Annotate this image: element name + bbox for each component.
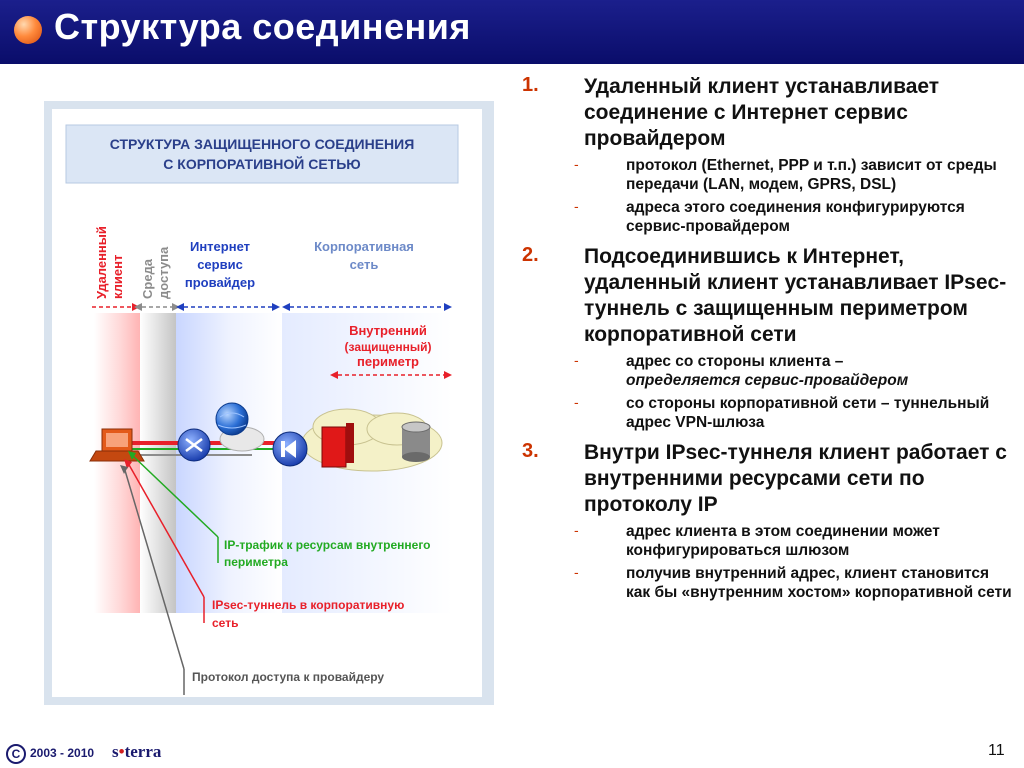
- sub-point: - протокол (Ethernet, PPP и т.п.) зависи…: [574, 156, 1012, 194]
- sub-dash: -: [574, 156, 579, 172]
- sub-text: адрес клиента в этом соединении может ко…: [626, 523, 940, 559]
- sub-text: протокол (Ethernet, PPP и т.п.) зависит …: [626, 157, 997, 193]
- sub-dash: -: [574, 394, 579, 410]
- sub-text: адреса этого соединения конфигурируются …: [626, 199, 965, 235]
- point-number: 1.: [522, 74, 539, 96]
- figure-header-line1: СТРУКТУРА ЗАЩИЩЕННОГО СОЕДИНЕНИЯ: [110, 136, 415, 152]
- copyright-years: 2003 - 2010: [30, 746, 95, 760]
- sub-point: - со стороны корпоративной сети – туннел…: [574, 394, 1012, 432]
- logo-dot: •: [118, 742, 125, 761]
- ipsec-leader-line: [127, 462, 205, 598]
- col-corp-label-1: Корпоративная: [314, 239, 414, 254]
- sub-dash: -: [574, 198, 579, 214]
- sub-text-italic: определяется сервис-провайдером: [626, 372, 909, 389]
- col-isp-label-2: сервис: [197, 257, 243, 272]
- col-client-label-2: клиент: [110, 255, 125, 299]
- perimeter-label-2: (защищенный): [345, 340, 432, 354]
- title-bullet-icon: [14, 16, 42, 44]
- slide-title: Структура соединения: [54, 6, 471, 47]
- sub-text: со стороны корпоративной сети – туннельн…: [626, 395, 990, 431]
- figure-diagram: СТРУКТУРА ЗАЩИЩЕННОГО СОЕДИНЕНИЯ С КОРПО…: [52, 109, 482, 697]
- sub-dash: -: [574, 564, 579, 580]
- copyright-icon: C: [6, 744, 26, 764]
- figure-header-box: [65, 124, 459, 184]
- legend-ipsec-2: сеть: [212, 616, 238, 630]
- internet-globe-icon: [215, 402, 265, 452]
- logo-rest: terra: [124, 742, 162, 761]
- band-isp: [176, 313, 282, 613]
- points-list: 1. Удаленный клиент устанавливает соедин…: [522, 74, 1012, 602]
- col-media-label-2: доступа: [156, 246, 171, 299]
- page-number: 11: [988, 742, 1005, 759]
- sub-point: - адреса этого соединения конфигурируютс…: [574, 198, 1012, 236]
- point-text: Внутри IPsec-туннеля клиент работает с в…: [584, 441, 1007, 516]
- point-2: 2. Подсоединившись к Интернет, удаленный…: [522, 244, 1012, 432]
- company-logo: s•terra: [112, 742, 161, 762]
- point-number: 3.: [522, 440, 539, 462]
- perimeter-arrow: [330, 371, 452, 379]
- legend-access: Протокол доступа к провайдеру: [192, 670, 384, 684]
- point-1: 1. Удаленный клиент устанавливает соедин…: [522, 74, 1012, 236]
- legend-ip-2: периметра: [224, 555, 288, 569]
- sub-point: - получив внутренний адрес, клиент стано…: [574, 564, 1012, 602]
- legend-ip-1: IP-трафик к ресурсам внутреннего: [224, 538, 431, 552]
- sub-dash: -: [574, 522, 579, 538]
- figure-header-line2: С КОРПОРАТИВНОЙ СЕТЬЮ: [163, 155, 360, 172]
- database-server-icon: [401, 421, 431, 462]
- perimeter-label-3: периметр: [357, 354, 419, 369]
- col-isp-label-3: провайдер: [185, 275, 255, 290]
- sub-text-plain: адрес со стороны клиента –: [626, 353, 844, 370]
- logo-s: s: [112, 742, 119, 761]
- sub-dash: -: [574, 352, 579, 368]
- connection-structure-figure: СТРУКТУРА ЗАЩИЩЕННОГО СОЕДИНЕНИЯ С КОРПО…: [44, 101, 494, 705]
- sub-point: - адрес со стороны клиента – определяется…: [574, 352, 1012, 390]
- ip-leader-line: [131, 454, 219, 538]
- legend-ipsec-1: IPsec-туннель в корпоративную: [212, 598, 404, 612]
- perimeter-label-1: Внутренний: [349, 323, 427, 338]
- col-client-label-1: Удаленный: [94, 226, 109, 299]
- point-number: 2.: [522, 244, 539, 266]
- band-media: [140, 313, 176, 613]
- vpn-gateway-icon: [272, 431, 308, 467]
- band-client: [94, 313, 140, 613]
- firewall-icon: [321, 423, 354, 468]
- col-media-label-1: Среда: [140, 258, 155, 299]
- point-text: Удаленный клиент устанавливает соединени…: [584, 75, 940, 150]
- access-leader-line: [123, 466, 185, 670]
- point-text: Подсоединившись к Интернет, удаленный кл…: [584, 245, 1007, 346]
- title-bar: Структура соединения: [0, 0, 1024, 64]
- isp-router-icon: [177, 428, 211, 462]
- col-corp-label-2: сеть: [350, 257, 379, 272]
- sub-point: - адрес клиента в этом соединении может …: [574, 522, 1012, 560]
- sub-text: адрес со стороны клиента – определяется с…: [626, 352, 1012, 390]
- sub-text: получив внутренний адрес, клиент станови…: [626, 565, 1012, 601]
- dimension-arrows: [92, 303, 452, 311]
- col-isp-label-1: Интернет: [190, 239, 250, 254]
- point-3: 3. Внутри IPsec-туннеля клиент работает …: [522, 440, 1012, 602]
